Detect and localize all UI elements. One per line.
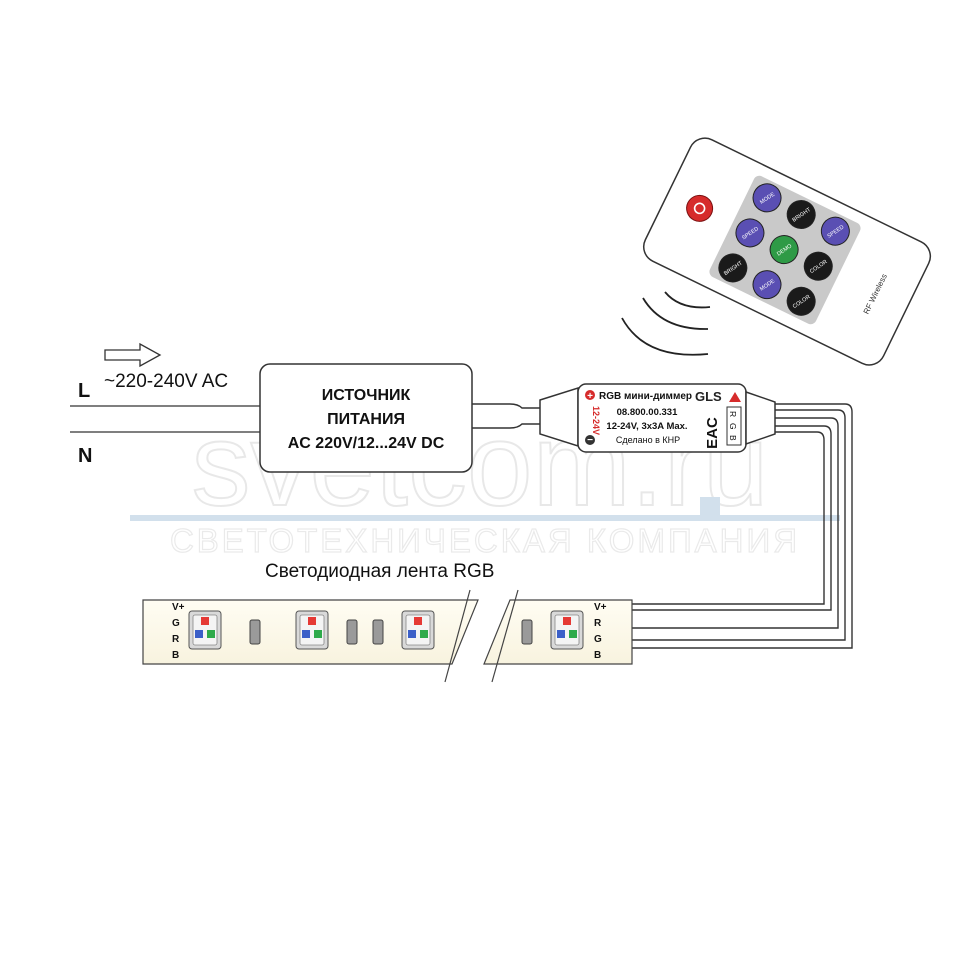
watermark-tagline: СВЕТОТЕХНИЧЕСКАЯ КОМПАНИЯ (170, 522, 800, 559)
output-wires (630, 403, 853, 649)
psu-title-line1: ИСТОЧНИК (322, 387, 411, 404)
line-n-label: N (78, 445, 92, 467)
strip-resistor (521, 619, 533, 645)
strip-pin-right-label: R (594, 618, 602, 629)
strip-pin-left-label: V+ (172, 602, 185, 613)
psu-title-line3: AC 220V/12...24V DC (288, 435, 445, 452)
remote-button-color[interactable] (800, 247, 837, 284)
remote-button-mode[interactable] (748, 179, 785, 216)
strip-title: Светодиодная лента RGB (265, 561, 494, 582)
dimmer-pin-b: B (728, 435, 738, 441)
eac-mark: EAC (704, 417, 721, 449)
remote-button-speed[interactable] (817, 212, 854, 249)
dimmer-rating: 12-24V, 3x3A Max. (606, 421, 687, 432)
strip-pin-left-label: B (172, 650, 179, 661)
plus-symbol: + (587, 391, 593, 402)
power-button[interactable] (682, 191, 717, 226)
minus-icon (585, 435, 595, 445)
rgb-led (550, 610, 584, 650)
psu-title-line2: ПИТАНИЯ (327, 411, 405, 428)
rf-remote: RF Wireless MODESPEEDBRIGHTBRIGHTDEMOMOD… (642, 137, 932, 366)
power-icon (693, 202, 706, 215)
dimmer-made-in: Сделано в КНР (616, 435, 680, 445)
remote-button-mode[interactable] (748, 266, 785, 303)
minus-symbol: − (587, 435, 593, 446)
dimmer-brand: GLS (695, 389, 722, 404)
rgb-led (188, 610, 222, 650)
strip-resistor (346, 619, 358, 645)
rgb-led (295, 610, 329, 650)
remote-button-demo[interactable] (765, 231, 802, 268)
strip-resistor (372, 619, 384, 645)
strip-pin-right-label: G (594, 634, 602, 645)
strip-resistor (249, 619, 261, 645)
rgb-dimmer: + − 12-24V RGB мини-диммер GLS 08.800.00… (539, 383, 776, 453)
watermark-line (130, 515, 840, 521)
rgb-led (401, 610, 435, 650)
dimmer-title: RGB мини-диммер (599, 391, 692, 402)
line-l-label: L (78, 380, 90, 402)
strip-pin-right-label: B (594, 650, 601, 661)
dimmer-article: 08.800.00.331 (617, 407, 678, 418)
wireless-signal-icon (621, 291, 711, 356)
input-arrow-icon (104, 342, 162, 368)
dimmer-input-label: 12-24V (591, 406, 601, 435)
watermark-dot (700, 497, 720, 515)
input-voltage-label: ~220-240V AC (104, 371, 228, 392)
dc-cable (472, 403, 545, 429)
plus-icon (585, 390, 595, 400)
dimmer-pin-r: R (728, 411, 738, 417)
remote-button-bright[interactable] (714, 249, 751, 286)
strip-pin-left-label: G (172, 618, 180, 629)
remote-button-bright[interactable] (782, 196, 819, 233)
strip-pin-left-label: R (172, 634, 180, 645)
power-supply: ИСТОЧНИК ПИТАНИЯ AC 220V/12...24V DC (259, 363, 473, 473)
dimmer-pin-g: G (728, 423, 738, 430)
remote-button-speed[interactable] (731, 214, 768, 251)
remote-button-color[interactable] (782, 283, 819, 320)
warning-icon (729, 392, 741, 402)
strip-pin-right-label: V+ (594, 602, 607, 613)
